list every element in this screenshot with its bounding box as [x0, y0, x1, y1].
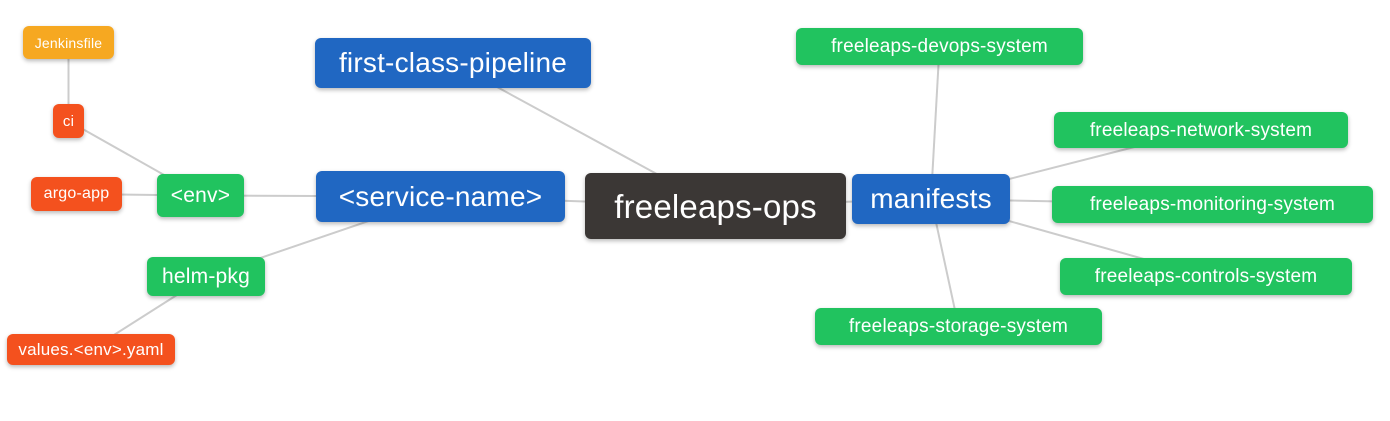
node-ci[interactable]: ci [53, 104, 84, 138]
node-manifests[interactable]: manifests [852, 174, 1010, 224]
node-env[interactable]: <env> [157, 174, 244, 217]
node-freeleaps-controls-system[interactable]: freeleaps-controls-system [1060, 258, 1352, 295]
node-freeleaps-network-system[interactable]: freeleaps-network-system [1054, 112, 1348, 148]
node-values-env-yaml[interactable]: values.<env>.yaml [7, 334, 175, 365]
edge-manifests-to-freeleaps-devops-system [930, 46, 941, 200]
node-freeleaps-devops-system[interactable]: freeleaps-devops-system [796, 28, 1083, 65]
node-first-class-pipeline[interactable]: first-class-pipeline [315, 38, 591, 88]
node-service-name[interactable]: <service-name> [316, 171, 565, 222]
node-freeleaps-monitoring-system[interactable]: freeleaps-monitoring-system [1052, 186, 1373, 223]
node-freeleaps-storage-system[interactable]: freeleaps-storage-system [815, 308, 1102, 345]
node-argo-app[interactable]: argo-app [31, 177, 122, 211]
node-jenkinsfile[interactable]: Jenkinsfile [23, 26, 114, 59]
node-helm-pkg[interactable]: helm-pkg [147, 257, 265, 296]
node-freeleaps-ops[interactable]: freeleaps-ops [585, 173, 846, 239]
